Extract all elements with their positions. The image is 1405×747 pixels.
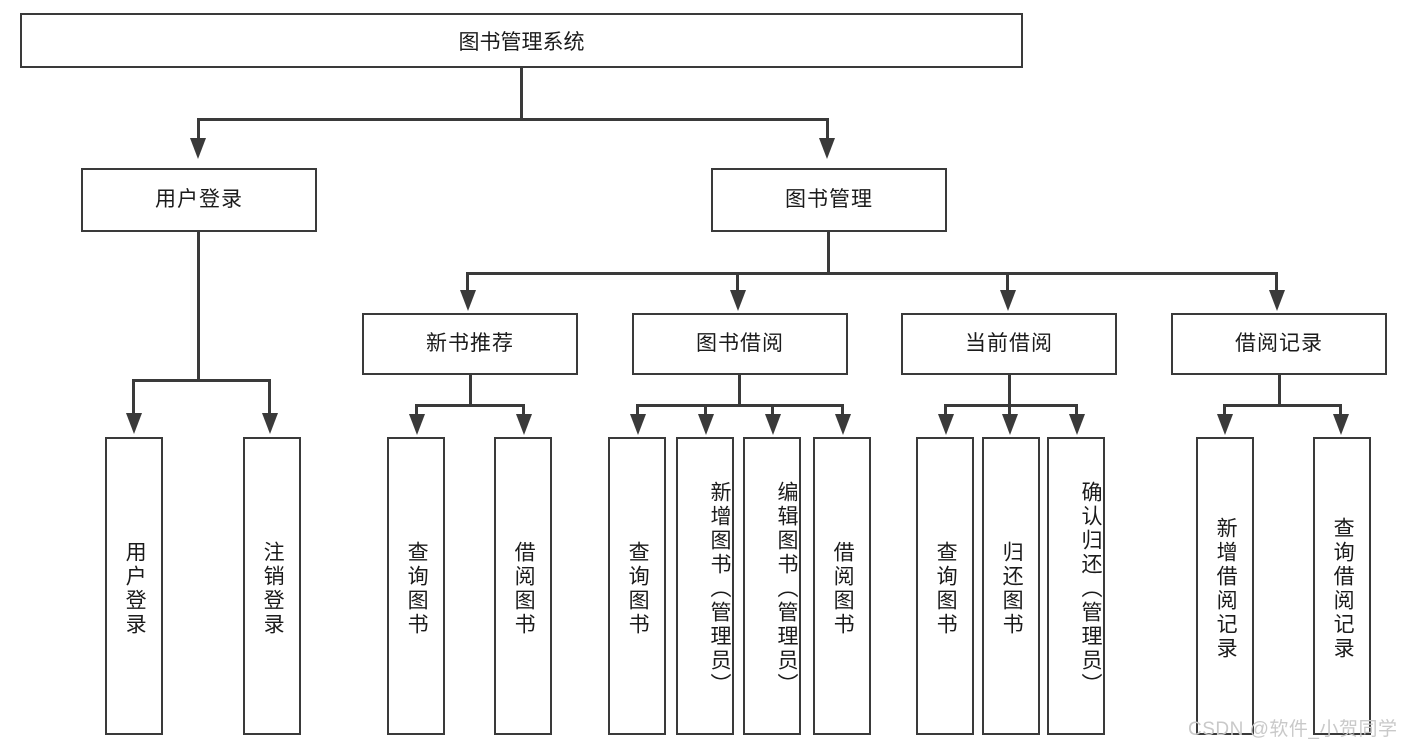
connector-user-login-bus — [132, 379, 271, 382]
connector-book-borrow-bus — [636, 404, 844, 407]
leaf-add-book-label: 新增图书（管理员） — [708, 481, 731, 697]
connector-user-login-branch-1 — [132, 379, 135, 415]
connector-borrow-record-branch-2 — [1339, 404, 1342, 416]
node-borrow-record-label: 借阅记录 — [1235, 332, 1323, 356]
connector-book-borrow-branch-2 — [704, 404, 707, 416]
leaf-query-book-1[interactable]: 查询图书 — [387, 437, 445, 735]
arrow-borrow-record-leaf-2 — [1333, 414, 1349, 435]
connector-book-borrow-branch-4 — [841, 404, 844, 416]
connector-current-borrow-branch-1 — [944, 404, 947, 416]
node-book-manage-label: 图书管理 — [785, 188, 873, 212]
connector-book-borrow-branch-3 — [771, 404, 774, 416]
leaf-borrow-book-1[interactable]: 借阅图书 — [494, 437, 552, 735]
node-user-login-label: 用户登录 — [155, 188, 243, 212]
connector-root-bus — [197, 118, 829, 121]
connector-user-login-stem — [197, 232, 200, 382]
arrow-book-manage-to-book-borrow — [730, 290, 746, 311]
connector-user-login-branch-2 — [268, 379, 271, 415]
connector-current-borrow-branch-2 — [1008, 404, 1011, 416]
arrow-book-borrow-leaf-2 — [698, 414, 714, 435]
node-book-borrow-label: 图书借阅 — [696, 332, 784, 356]
leaf-confirm-return[interactable]: 确认归还（管理员） — [1047, 437, 1105, 735]
arrow-root-to-book-manage — [819, 138, 835, 159]
leaf-query-book-1-label: 查询图书 — [405, 541, 429, 637]
leaf-query-book-3[interactable]: 查询图书 — [916, 437, 974, 735]
arrow-book-borrow-leaf-1 — [630, 414, 646, 435]
connector-new-book-branch-2 — [522, 404, 525, 416]
leaf-query-book-2[interactable]: 查询图书 — [608, 437, 666, 735]
leaf-user-logout[interactable]: 注销登录 — [243, 437, 301, 735]
leaf-edit-book[interactable]: 编辑图书（管理员） — [743, 437, 801, 735]
node-current-borrow-label: 当前借阅 — [965, 332, 1053, 356]
arrow-book-borrow-leaf-4 — [835, 414, 851, 435]
connector-book-manage-stem — [827, 232, 830, 274]
arrow-book-manage-to-borrow-record — [1269, 290, 1285, 311]
connector-new-book-branch-1 — [415, 404, 418, 416]
connector-book-manage-branch-1 — [466, 272, 469, 292]
arrow-current-borrow-leaf-3 — [1069, 414, 1085, 435]
leaf-add-record-label: 新增借阅记录 — [1214, 517, 1238, 661]
leaf-confirm-return-label: 确认归还（管理员） — [1079, 481, 1102, 697]
node-book-borrow[interactable]: 图书借阅 — [632, 313, 848, 375]
leaf-add-record[interactable]: 新增借阅记录 — [1196, 437, 1254, 735]
leaf-user-logout-label: 注销登录 — [261, 541, 285, 637]
arrow-root-to-user-login — [190, 138, 206, 159]
leaf-query-book-2-label: 查询图书 — [626, 541, 650, 637]
node-user-login[interactable]: 用户登录 — [81, 168, 317, 232]
node-root[interactable]: 图书管理系统 — [20, 13, 1023, 68]
connector-book-borrow-branch-1 — [636, 404, 639, 416]
arrow-user-login-leaf-2 — [262, 413, 278, 434]
arrow-current-borrow-leaf-2 — [1002, 414, 1018, 435]
arrow-current-borrow-leaf-1 — [938, 414, 954, 435]
leaf-add-book[interactable]: 新增图书（管理员） — [676, 437, 734, 735]
node-new-book-recommend-label: 新书推荐 — [426, 332, 514, 356]
arrow-new-book-leaf-2 — [516, 414, 532, 435]
leaf-borrow-book-2-label: 借阅图书 — [831, 541, 855, 637]
connector-new-book-stem — [469, 375, 472, 407]
node-current-borrow[interactable]: 当前借阅 — [901, 313, 1117, 375]
node-book-manage[interactable]: 图书管理 — [711, 168, 947, 232]
connector-book-manage-branch-4 — [1275, 272, 1278, 292]
connector-borrow-record-stem — [1278, 375, 1281, 407]
arrow-book-borrow-leaf-3 — [765, 414, 781, 435]
arrow-borrow-record-leaf-1 — [1217, 414, 1233, 435]
connector-borrow-record-bus — [1223, 404, 1342, 407]
arrow-book-manage-to-new-book — [460, 290, 476, 311]
connector-new-book-bus — [415, 404, 525, 407]
leaf-borrow-book-1-label: 借阅图书 — [512, 541, 536, 637]
connector-current-borrow-branch-3 — [1075, 404, 1078, 416]
connector-book-borrow-stem — [738, 375, 741, 407]
node-root-label: 图书管理系统 — [458, 30, 585, 54]
arrow-new-book-leaf-1 — [409, 414, 425, 435]
connector-book-manage-branch-3 — [1006, 272, 1009, 292]
leaf-borrow-book-2[interactable]: 借阅图书 — [813, 437, 871, 735]
watermark: CSDN @软件_小贺同学 — [1188, 719, 1398, 740]
leaf-edit-book-label: 编辑图书（管理员） — [775, 481, 798, 697]
leaf-query-book-3-label: 查询图书 — [934, 541, 958, 637]
connector-current-borrow-stem — [1008, 375, 1011, 407]
connector-root-to-user-login — [197, 118, 200, 140]
connector-borrow-record-branch-1 — [1223, 404, 1226, 416]
node-new-book-recommend[interactable]: 新书推荐 — [362, 313, 578, 375]
leaf-return-book[interactable]: 归还图书 — [982, 437, 1040, 735]
node-borrow-record[interactable]: 借阅记录 — [1171, 313, 1387, 375]
leaf-user-login-label: 用户登录 — [123, 541, 147, 637]
arrow-user-login-leaf-1 — [126, 413, 142, 434]
leaf-query-record-label: 查询借阅记录 — [1331, 517, 1355, 661]
leaf-query-record[interactable]: 查询借阅记录 — [1313, 437, 1371, 735]
connector-book-manage-bus — [466, 272, 1278, 275]
connector-current-borrow-bus — [944, 404, 1078, 407]
arrow-book-manage-to-current-borrow — [1000, 290, 1016, 311]
connector-root-stem — [520, 68, 523, 120]
connector-book-manage-branch-2 — [736, 272, 739, 292]
leaf-user-login[interactable]: 用户登录 — [105, 437, 163, 735]
connector-root-to-book-manage — [826, 118, 829, 140]
leaf-return-book-label: 归还图书 — [1000, 541, 1024, 637]
